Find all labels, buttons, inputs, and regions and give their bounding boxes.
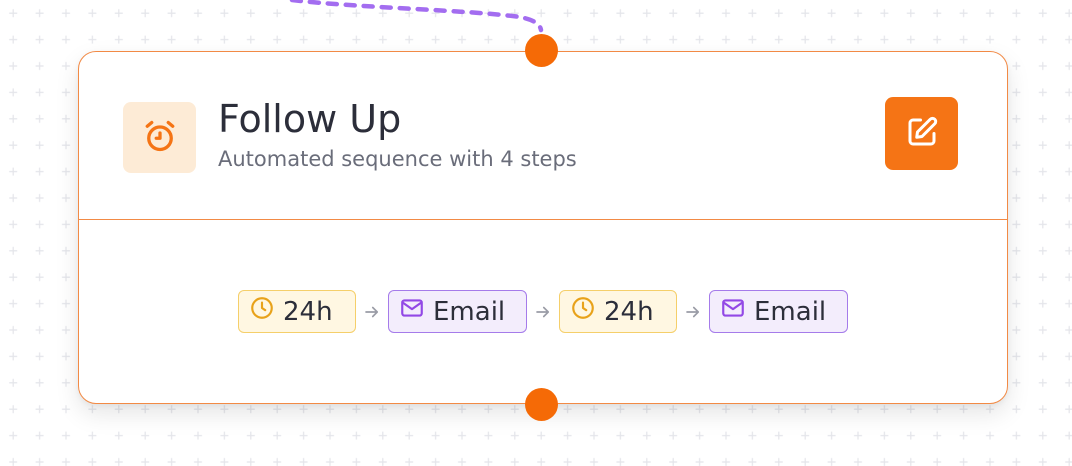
step-label: 24h xyxy=(604,296,654,327)
node-header: Follow Up Automated sequence with 4 step… xyxy=(79,52,1007,220)
node-title: Follow Up xyxy=(218,97,402,141)
node-subtitle: Automated sequence with 4 steps xyxy=(218,147,577,171)
alarm-clock-icon xyxy=(142,118,178,158)
output-port-handle[interactable] xyxy=(525,388,558,421)
arrow-right-icon xyxy=(362,302,382,322)
step-wait-2[interactable]: 24h xyxy=(559,290,677,333)
step-sequence: 24h Email xyxy=(79,220,1007,403)
follow-up-node[interactable]: Follow Up Automated sequence with 4 step… xyxy=(78,51,1008,404)
step-label: Email xyxy=(754,296,827,327)
edit-icon xyxy=(904,114,940,154)
clock-icon xyxy=(249,295,275,328)
mail-icon xyxy=(720,295,746,328)
arrow-right-icon xyxy=(683,302,703,322)
step-email-2[interactable]: Email xyxy=(709,290,848,333)
step-wait-1[interactable]: 24h xyxy=(238,290,356,333)
step-email-1[interactable]: Email xyxy=(388,290,527,333)
edit-button[interactable] xyxy=(885,97,958,170)
mail-icon xyxy=(399,295,425,328)
arrow-right-icon xyxy=(533,302,553,322)
clock-icon xyxy=(570,295,596,328)
step-label: Email xyxy=(433,296,506,327)
step-label: 24h xyxy=(283,296,333,327)
node-icon-container xyxy=(123,102,196,173)
input-port-handle[interactable] xyxy=(525,34,558,67)
